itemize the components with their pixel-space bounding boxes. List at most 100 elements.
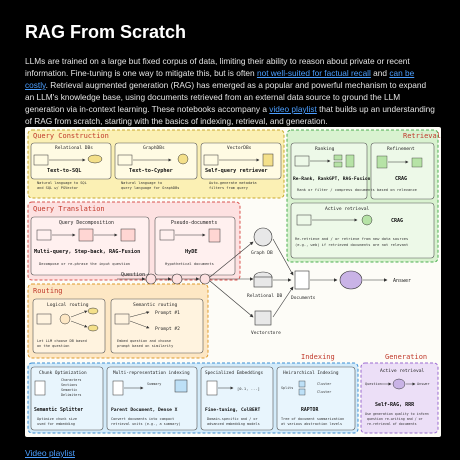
question-icon-5	[159, 229, 175, 241]
route-db-icon-2	[87, 324, 99, 332]
question-icon-4	[36, 229, 52, 241]
summary-label: Summary	[147, 382, 161, 386]
self-rag-label: Self-RAG, RRR	[375, 402, 415, 408]
delimiters-label: Delimiters	[61, 393, 81, 397]
indexing-label: Indexing	[301, 353, 335, 361]
hyde-desc: Hypothetical documents	[165, 262, 214, 266]
specialized-embeddings-label: Specialized Embeddings	[205, 370, 264, 376]
active-desc-1: Re-retrieve and / or retrieve from new d…	[295, 237, 408, 241]
vectorstore-center-label: Vectorstore	[251, 330, 281, 336]
link-costly[interactable]: can be costly	[25, 68, 415, 90]
generation-desc-2: question re-writing and / or	[367, 417, 423, 421]
prompt-2-label: Prompt #2	[155, 326, 180, 332]
multi-rep-label: Multi-representation indexing	[113, 370, 190, 376]
finetune-label: Fine-tuning, ColBERT	[205, 407, 261, 413]
chunk-optimization-box	[30, 366, 104, 431]
construction-node	[199, 273, 211, 285]
chunk-desc-2: used for embedding	[37, 422, 75, 426]
generation-question-label: Question	[365, 382, 382, 386]
generation-active-label: Active retrieval	[380, 368, 424, 374]
generation-label: Generation	[385, 353, 427, 361]
intro-text-4: that builds up an understanding of RAG f…	[25, 104, 435, 126]
translation-node	[171, 273, 183, 285]
diagram-svg: Query Construction Relational DBs Text-t…	[27, 129, 441, 434]
rerank-label: Re-Rank, RankGPT, RAG-Fusion	[293, 176, 371, 182]
logical-desc-2: on the question	[37, 344, 69, 348]
generation-llm-icon	[392, 378, 406, 390]
chars-label: Characters	[61, 378, 81, 382]
retrieval-label: Retrieval	[403, 132, 441, 140]
relational-db-center-label: Relational DB	[247, 293, 283, 299]
llm-brain-icon	[339, 270, 363, 290]
multi-query-desc: Decompose or re-phrase the input questio…	[39, 262, 130, 266]
question-icon-2	[117, 154, 133, 166]
web-source-icon	[361, 214, 373, 226]
answer-center-label: Answer	[393, 278, 411, 284]
hierarchical-indexing-label: Heirarchical Indexing	[283, 370, 339, 376]
intro-paragraph: LLMs are trained on a large but fixed co…	[25, 55, 437, 127]
graph-icon-1	[177, 153, 189, 165]
query-translation-label: Query Translation	[33, 205, 105, 213]
relational-db-label: Relational DBs	[55, 145, 93, 151]
documents-icon	[294, 270, 310, 290]
logical-desc-1: Let LLM choose DB based	[37, 339, 87, 343]
graph-db-center-label: Graph DB	[251, 250, 273, 256]
chunk-desc-1: Optimize chunk size	[37, 417, 77, 421]
refined-doc-icon	[411, 157, 423, 168]
self-query-desc-2: filters from query	[209, 186, 249, 190]
multi-rep-box	[106, 366, 198, 431]
active-desc-2: (e.g., web) if retrieved documents are n…	[295, 243, 408, 247]
text-to-cypher-label: Text-to-Cypher	[129, 168, 173, 174]
spec-desc-2: advanced embedding models	[207, 422, 260, 426]
source-doc-icon-2	[112, 380, 124, 396]
decomposition-label: Query Decomposition	[59, 220, 114, 226]
self-query-label: Self-query retriever	[205, 168, 267, 174]
video-playlist-link[interactable]: Video playlist	[25, 448, 75, 458]
sub-question-icon	[78, 228, 94, 242]
raptor-desc-1: Tree of document summarization	[281, 417, 344, 421]
text-to-sql-desc-1: Natural language to SQL	[37, 181, 87, 185]
hypothetical-doc-icon	[208, 228, 221, 243]
intro-text-1: LLMs are trained on a large but fixed co…	[25, 56, 410, 78]
crag-label-2: CRAG	[391, 218, 403, 224]
link-video-playlist-inline[interactable]: video playlist	[269, 104, 317, 114]
text-to-sql-label: Text-to-SQL	[47, 168, 81, 174]
embedding-vector-label: [0.1, ...]	[237, 386, 260, 391]
graph-db-icon	[253, 227, 273, 247]
vector-db-label: VectorDBs	[227, 145, 252, 151]
rag-overview-diagram: Query Construction Relational DBs Text-t…	[25, 127, 441, 437]
semantic-desc-1: Embed question and choose	[117, 339, 171, 343]
chunk-optimization-label: Chunk Optimization	[39, 370, 87, 376]
document-icon-1	[262, 153, 274, 167]
specialized-embeddings-box	[200, 366, 274, 431]
question-icon-7	[114, 313, 130, 325]
generation-desc-3: re-retrieval of documents	[367, 422, 417, 426]
documents-center-label: Documents	[291, 295, 316, 301]
text-to-sql-desc-2: and SQL w/ PGVector	[37, 186, 79, 190]
question-icon-3	[203, 154, 219, 166]
active-retrieval-label: Active retrieval	[325, 206, 369, 212]
decomposition-box	[30, 216, 150, 276]
intro-text-2: and	[370, 68, 390, 78]
text-to-cypher-desc-2: query language for GraphDBs	[121, 186, 179, 190]
sections-label: Sections	[61, 383, 77, 387]
semantic-routing-box	[110, 298, 204, 354]
splits-label: Splits	[281, 386, 293, 390]
ranking-label: Ranking	[315, 146, 335, 152]
router-node	[145, 273, 157, 285]
question-label-center: Question	[121, 272, 145, 278]
source-doc-icon-1	[34, 380, 46, 396]
routing-label: Routing	[33, 287, 63, 295]
active-retrieval-box	[290, 202, 435, 259]
semantic-splitter-label: Semantic Splitter	[34, 407, 83, 413]
question-icon-8	[294, 155, 310, 167]
semantic-meaning-label: Semantic	[61, 388, 77, 392]
generation-answer-label: Answer	[417, 382, 430, 386]
link-factual-recall[interactable]: not well-suited for factual recall	[256, 68, 371, 78]
self-query-desc-1: Auto-generate metadata	[209, 181, 257, 185]
question-icon-1	[33, 154, 49, 166]
database-icon-1	[87, 154, 103, 164]
multi-query-label: Multi-query, Step-back, RAG-Fusion	[34, 249, 140, 255]
semantic-desc-2: prompt based on similarity	[117, 344, 174, 348]
page-title: RAG From Scratch	[25, 22, 187, 42]
